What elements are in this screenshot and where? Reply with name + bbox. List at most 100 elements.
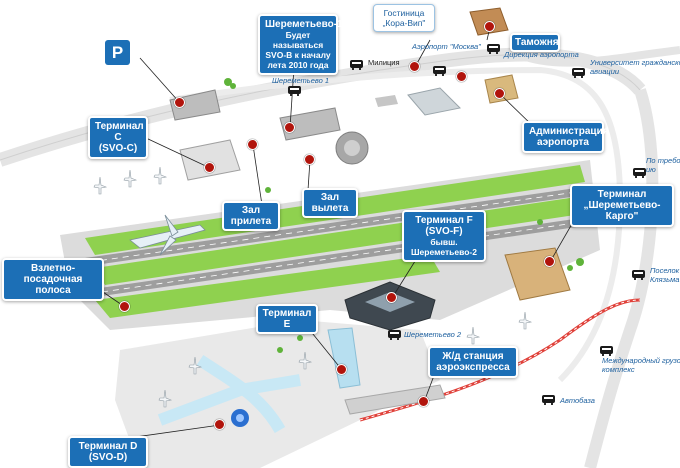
pin-admin[interactable] [494,88,505,99]
bus-stop-icon [633,168,646,178]
callout-customs[interactable]: Таможня [510,33,560,52]
road-east-2 [518,46,680,67]
label-university-line: авиации [590,67,620,76]
callout-sheremetyevo1-line: Будет называться [272,30,324,50]
callout-runway[interactable]: Взлетно-посадочная полоса [2,258,104,301]
road-east [584,88,659,468]
pin-departures-hall[interactable] [304,154,315,165]
label-settlement-line: Поселок [650,266,680,275]
terminal-d-building [157,355,301,434]
label-settlement: Поселок Клязьма [650,266,679,284]
callout-admin[interactable]: Администрация аэропорта [522,121,609,153]
bus-stop-icon [600,346,613,356]
label-airport-moscow: Аэропорт "Москва" [412,42,481,51]
pin-arrivals-hall[interactable] [247,139,258,150]
callout-arrivals-title: Зал прилета [230,205,272,227]
label-on-demand-line: По требов [646,156,680,165]
callout-admin-line: аэропорта [537,137,589,148]
callout-sheremetyevo1-line: SVO-B к началу [265,50,331,60]
callout-cargo[interactable]: Терминал „Шереметьево-Карго" [570,184,674,227]
pin-directorate[interactable] [456,71,467,82]
callout-customs-title: Таможня [515,37,559,48]
pin-terminal-f[interactable] [386,292,397,303]
callout-cargo-line: Терминал [597,189,647,200]
pin-airport-moscow[interactable] [409,61,420,72]
callout-hotel[interactable]: Гостиница „Кора-Вип" [373,4,435,32]
label-university-line: Университет гражданской [590,58,680,67]
callout-sheremetyevo1-line: лета 2010 года [267,60,329,70]
bus-stop-icon [542,395,555,405]
pin-customs[interactable] [484,21,495,32]
road-inner [169,66,624,383]
label-university: Университет гражданской авиации [590,58,680,76]
label-militia: Милиция [368,58,400,67]
parking-sign: P [105,40,130,65]
pin-cargo[interactable] [544,256,555,267]
callout-admin-line: Администрация [529,126,609,137]
trees [224,78,584,353]
callout-terminal-d[interactable]: Терминал D (SVO-D) [68,436,148,468]
label-cargo-complex-line: Международный грузо [602,356,680,365]
label-cargo-complex: Международный грузо комплекс [602,356,680,374]
callout-rail-station-line: Ж/д станция [442,351,504,362]
bus-stop-icon [487,44,500,54]
planes [93,166,533,408]
pin-rail-station[interactable] [418,396,429,407]
callout-terminal-d-line: (SVO-D) [88,452,128,463]
bus-stop-icon [350,60,363,70]
pin-sheremetyevo1[interactable] [174,97,185,108]
callout-arrivals[interactable]: Зал прилета [222,201,280,231]
airport-building [407,87,462,116]
pin-terminal-e[interactable] [336,364,347,375]
label-directorate: Дирекция аэропорта [504,50,579,59]
pin-arrivals[interactable] [284,122,295,133]
label-sheremetyevo2-stop: Шереметьево 2 [404,330,462,339]
callout-terminal-f-sub: Шереметьево-2 [411,247,477,257]
large-plane [129,214,206,256]
label-autobase: Автобаза [560,396,595,405]
callout-terminal-f-line: (SVO-F) [425,226,463,237]
militia-building [375,95,398,107]
callout-terminal-c-line: Терминал C [95,121,144,143]
callout-departures-title: Зал вылета [311,192,349,214]
callout-terminal-f-line: Терминал F [415,215,473,226]
callout-departures[interactable]: Зал вылета [302,188,358,218]
callout-runway-line: полоса [35,285,71,296]
pin-runway[interactable] [119,301,130,312]
callout-rail-station[interactable]: Ж/д станция аэроэкспресса [428,346,518,378]
callout-sheremetyevo1[interactable]: Шереметьево-1 Будет называться SVO-B к н… [258,14,343,75]
callout-terminal-c[interactable]: Терминал C (SVO-C) [88,116,148,159]
callout-terminal-e[interactable]: Терминал E [256,304,318,334]
arrivals-building [279,107,341,141]
callout-rail-station-line: аэроэкспресса [436,362,510,373]
bus-stop-icon [632,270,645,280]
runway-centerline [89,189,591,263]
callout-runway-line: Взлетно-посадочная [23,263,83,285]
south-apron [115,320,440,468]
callout-hotel-line: „Кора-Вип" [382,18,426,28]
bus-stop-icon [433,66,446,76]
label-settlement-line: Клязьма [650,275,680,284]
label-sheremetyevo1-stop: Шереметьево 1 [272,76,330,85]
bus-stop-icon [572,68,585,78]
bus-stop-icon [288,86,301,96]
callout-terminal-c-line: (SVO-C) [98,143,138,154]
label-cargo-complex-line: комплекс [602,365,635,374]
callout-hotel-line: Гостиница [383,8,425,18]
callout-cargo-line: „Шереметьево-Карго" [583,200,661,222]
callout-terminal-f[interactable]: Терминал F (SVO-F) бывш. Шереметьево-2 [402,210,486,262]
runway-north [85,186,592,266]
pin-terminal-d[interactable] [214,419,225,430]
bus-stop-icon [388,330,401,340]
grass-3 [95,255,440,318]
callout-terminal-f-sub: бывш. [430,237,458,247]
callout-sheremetyevo1-title: Шереметьево-1 [265,19,343,30]
callout-terminal-e-title: Терминал E [262,308,312,330]
callout-terminal-d-line: Терминал D [78,441,138,452]
label-on-demand: По требов ию [646,156,680,174]
pin-terminal-c[interactable] [204,162,215,173]
rail-station-building [344,384,446,415]
terminal-c-building [179,139,241,181]
